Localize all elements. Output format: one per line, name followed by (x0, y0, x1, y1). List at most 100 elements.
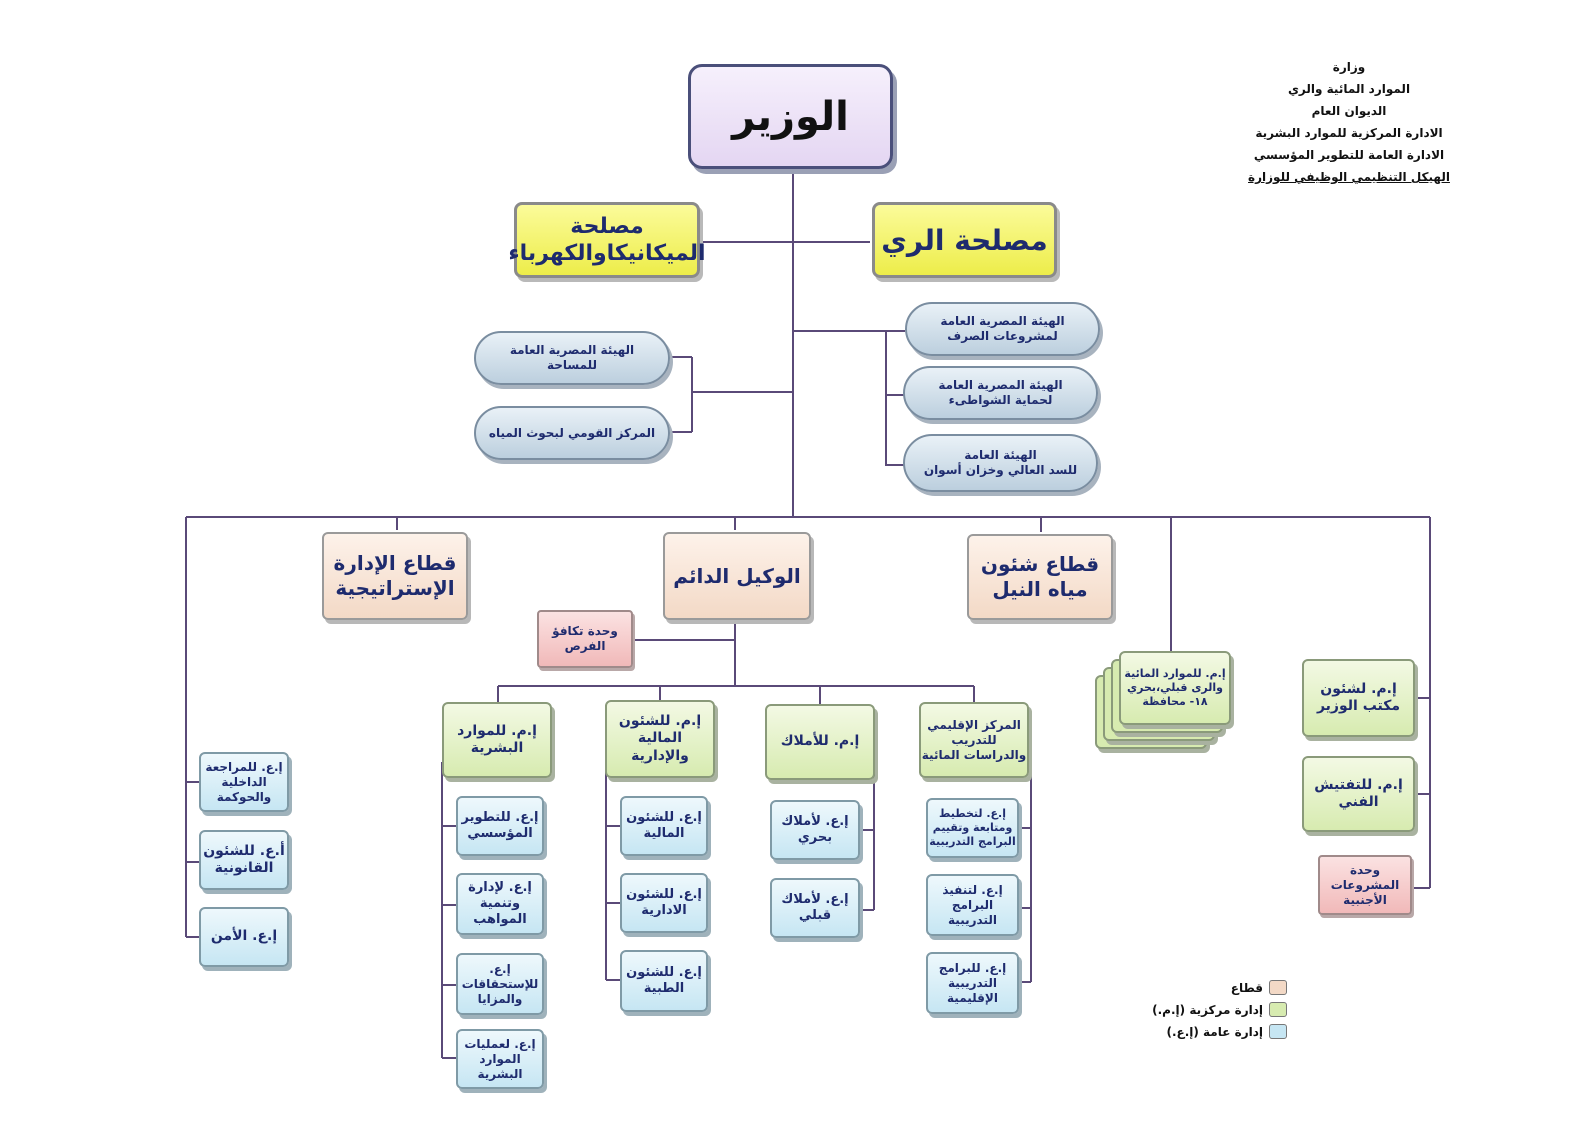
affiliate-high-dam-box[interactable]: الهيئة العامة للسد العالي وخزان أسوان (903, 434, 1098, 492)
legend-label-general: إدارة عامة (إ.ع.) (1166, 1024, 1263, 1039)
general-hr-operations-line2: الموارد البشرية (477, 1051, 523, 1081)
header-line-general-admin: الادارة العامة للتطوير المؤسسي (1253, 148, 1445, 162)
header-line-office: الديوان العام (1311, 104, 1387, 118)
general-financial-affairs-line1: إ.ع. للشئون (626, 809, 702, 825)
affiliate-survey-line2: للمساحة (546, 358, 598, 372)
general-medical-affairs-box[interactable]: إ.ع. للشئون الطبية (620, 950, 708, 1012)
general-training-planning-line3: البرامج التدريبية (929, 834, 1016, 848)
general-talent-box[interactable]: إ.ع. لإدارة وتنمية المواهب (456, 873, 544, 935)
header-line-title: الهيكل التنظيمي الوظيفي للوزارة (1248, 170, 1450, 184)
legend-item-central: إدارة مركزية (إ.م.) (1152, 1002, 1287, 1017)
nile-sector-box[interactable]: قطاع شئون مياه النيل (967, 534, 1113, 620)
general-property-north-box[interactable]: إ.ع. لأملاك بحري (770, 800, 860, 860)
general-benefits-line3: والمزايا (477, 991, 523, 1006)
strategic-sector-line1: قطاع الإدارة (333, 551, 457, 575)
general-training-planning-box[interactable]: إ.ع. لتخطيط ومتابعة وتقييم البرامج التدر… (926, 798, 1019, 858)
legend-swatch-sector (1269, 980, 1287, 995)
general-property-north-line2: بحري (797, 830, 833, 845)
affiliate-drainage-box[interactable]: الهيئة المصرية العامة لمشروعات الصرف (905, 302, 1100, 356)
general-admin-affairs-box[interactable]: إ.ع. للشئون الادارية (620, 873, 708, 933)
central-hr-line1: إ.م. للموارد (457, 722, 537, 739)
header-line-ministry: وزارة (1332, 60, 1366, 74)
affiliate-water-research-box[interactable]: المركز القومي لبحوث المياه (474, 406, 670, 460)
general-medical-affairs-line1: إ.ع. للشئون (626, 964, 702, 980)
central-training-box[interactable]: المركز الإقليمي للتدريب والدراسات المائي… (919, 702, 1029, 778)
irrigation-authority-box[interactable]: مصلحة الري (872, 202, 1057, 278)
central-finance-line3: والإدارية (631, 747, 689, 764)
general-financial-affairs-box[interactable]: إ.ع. للشئون المالية (620, 796, 708, 856)
legend-swatch-general (1269, 1024, 1287, 1039)
affiliate-drainage-line2: لمشروعات الصرف (947, 329, 1058, 343)
general-audit-box[interactable]: إ.ع. للمراجعة الداخلية والحوكمة (199, 752, 289, 812)
affiliate-high-dam-line1: الهيئة العامة (964, 448, 1037, 462)
general-institutional-dev-box[interactable]: إ.ع. للتطوير المؤسسي (456, 796, 544, 856)
mechanics-authority-box[interactable]: مصلحة الميكانيكاوالكهرباء (508, 202, 706, 278)
general-benefits-box[interactable]: إ.ع. للإستحقاقات والمزايا (456, 953, 544, 1015)
central-finance-line2: المالية (637, 730, 683, 747)
general-legal-box[interactable]: أ.ع. للشئون القانونية (199, 830, 289, 890)
affiliate-survey-box[interactable]: الهيئة المصرية العامة للمساحة (474, 331, 670, 385)
general-legal-line2: القانونية (214, 860, 274, 876)
central-water-resources-box[interactable]: إ.م. للموارد المائية والرى قبلي،بحري ١٨-… (1119, 651, 1231, 725)
general-security-box[interactable]: إ.ع. الأمن (199, 907, 289, 967)
nile-sector-line1: قطاع شئون (980, 552, 1100, 576)
undersecretary-box[interactable]: الوكيل الدائم (663, 532, 811, 620)
general-hr-operations-line1: إ.ع. لعمليات (464, 1036, 536, 1051)
general-admin-affairs-line1: إ.ع. للشئون (626, 886, 702, 902)
central-water-resources-line1: إ.م. للموارد المائية (1124, 667, 1226, 681)
general-training-regional-box[interactable]: إ.ع. للبرامج التدريبية الإقليمية (926, 952, 1019, 1014)
central-finance-box[interactable]: إ.م. للشئون المالية والإدارية (605, 700, 715, 778)
legend-swatch-central (1269, 1002, 1287, 1017)
general-admin-affairs-line2: الادارية (641, 903, 687, 918)
general-security-line1: إ.ع. الأمن (210, 928, 278, 945)
mechanics-authority-line2: الميكانيكاوالكهرباء (508, 241, 706, 266)
general-property-north-line1: إ.ع. لأملاك (781, 813, 849, 829)
central-water-resources-line2: والرى قبلي،بحري (1127, 681, 1223, 695)
equal-opportunity-unit-box[interactable]: وحدة تكافؤ الفرص (537, 610, 633, 668)
central-minister-office-box[interactable]: إ.م. لشئون مكتب الوزير (1302, 659, 1415, 737)
general-property-south-box[interactable]: إ.ع. لأملاك قبلي (770, 878, 860, 938)
ministry-header: وزارة الموارد المائية والري الديوان العا… (1239, 56, 1459, 188)
central-water-resources-line3: ١٨- محافظة (1142, 694, 1208, 708)
general-training-exec-line3: التدريبية (948, 912, 997, 927)
general-financial-affairs-line2: المالية (643, 826, 685, 841)
general-institutional-dev-line2: المؤسسي (467, 826, 533, 841)
minister-box[interactable]: الوزير (688, 64, 893, 169)
central-property-box[interactable]: إ.م. للأملاك (765, 704, 875, 780)
irrigation-authority-label: مصلحة الري (881, 223, 1048, 257)
minister-label: الوزير (732, 93, 849, 140)
central-hr-line2: البشرية (470, 740, 524, 756)
general-legal-line1: أ.ع. للشئون (203, 842, 285, 859)
general-training-planning-line2: ومتابعة وتقييم (932, 821, 1013, 835)
affiliate-shores-line2: لحماية الشواطىء (948, 393, 1053, 407)
legend-label-central: إدارة مركزية (إ.م.) (1152, 1002, 1263, 1017)
general-medical-affairs-line2: الطبية (643, 981, 685, 996)
legend: قطاع إدارة مركزية (إ.م.) إدارة عامة (إ.ع… (1137, 980, 1287, 1050)
general-training-regional-line3: الإقليمية (947, 990, 998, 1005)
mechanics-authority-line1: مصلحة (570, 213, 644, 239)
affiliate-high-dam-line2: للسد العالي وخزان أسوان (923, 463, 1078, 477)
central-hr-box[interactable]: إ.م. للموارد البشرية (442, 702, 552, 778)
general-training-exec-box[interactable]: إ.ع. لتنفيذ البرامج التدريبية (926, 874, 1019, 936)
central-inspection-line2: الفني (1338, 794, 1379, 810)
general-audit-line2: الداخلية (221, 774, 267, 789)
central-inspection-box[interactable]: إ.م. للتفتيش الفني (1302, 756, 1415, 832)
general-property-south-line2: قبلي (798, 908, 832, 923)
central-inspection-line1: إ.م. للتفتيش (1314, 776, 1403, 793)
central-minister-office-line2: مكتب الوزير (1316, 698, 1401, 714)
header-line-ministry-name: الموارد المائية والري (1287, 82, 1411, 96)
foreign-projects-unit-box[interactable]: وحدة المشروعات الأجنبية (1318, 855, 1412, 915)
central-training-line3: والدراسات المائية (921, 747, 1027, 762)
affiliate-shores-box[interactable]: الهيئة المصرية العامة لحماية الشواطىء (903, 366, 1098, 420)
strategic-sector-box[interactable]: قطاع الإدارة الإستراتيجية (322, 532, 468, 620)
general-training-regional-line2: التدريبية (948, 975, 997, 990)
foreign-projects-line2: المشروعات (1330, 877, 1400, 892)
general-training-exec-line1: إ.ع. لتنفيذ (942, 882, 1003, 897)
strategic-sector-line2: الإستراتيجية (335, 576, 455, 600)
general-audit-line3: والحوكمة (216, 789, 272, 804)
general-training-regional-line1: إ.ع. للبرامج (938, 960, 1007, 975)
foreign-projects-line3: الأجنبية (1343, 892, 1387, 907)
general-hr-operations-box[interactable]: إ.ع. لعمليات الموارد البشرية (456, 1029, 544, 1089)
